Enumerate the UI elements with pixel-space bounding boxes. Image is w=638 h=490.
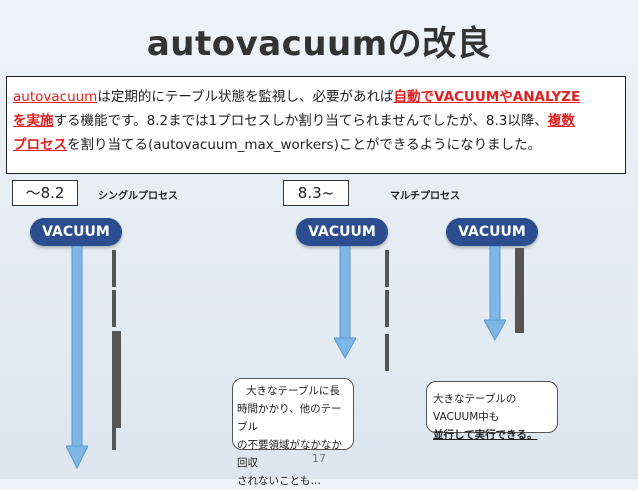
intro-text-1: は定期的にテーブル状態を監視し、必要があれば	[97, 89, 394, 105]
table-cell	[387, 274, 389, 287]
right-vacuum-badge-2: VACUUM	[446, 218, 538, 246]
table-header-cell	[114, 250, 116, 263]
table-header-cell	[387, 290, 389, 303]
intro-text-3: を割り当てる(autovacuum_max_workers)ことができるようにな…	[67, 137, 542, 153]
table-cell	[114, 262, 116, 275]
table-cell	[387, 314, 389, 327]
left-callout-line1: 大きなテーブルに長	[246, 385, 340, 397]
table-header-cell	[387, 250, 389, 263]
table-grid	[112, 290, 116, 327]
left-section-label: シングルプロセス	[98, 191, 178, 202]
table-cell	[522, 260, 524, 273]
right-callout-line1: 大きなテーブルのVACUUM中も	[433, 393, 517, 423]
table-cell	[119, 355, 121, 368]
intro-textbox: autovacuumは定期的にテーブル状態を監視し、必要があれば自動でVACUU…	[6, 76, 626, 174]
table-grid	[385, 250, 389, 287]
intro-text-2: する機能です。8.2までは1プロセスしか割り当てられませんでしたが、8.3以降、	[53, 113, 548, 129]
table-header-cell	[114, 413, 116, 426]
page-number: 17	[312, 452, 326, 465]
table-header-cell	[387, 334, 389, 347]
slide-title: autovacuumの改良	[146, 24, 492, 64]
right-version-box: 8.3~	[283, 180, 349, 206]
table-cell	[119, 367, 121, 380]
table-header-cell	[522, 248, 524, 261]
intro-highlight-process: プロセス	[13, 137, 67, 153]
table-header-cell	[119, 331, 121, 344]
right-vacuum-badge-1: VACUUM	[296, 218, 388, 246]
table-cell	[387, 358, 389, 371]
right-callout: 大きなテーブルのVACUUM中も 並行して実行できる。	[426, 381, 558, 441]
table-cell	[522, 320, 524, 333]
table-cell	[119, 403, 121, 416]
right-callout-line2: 並行して実行できる。	[433, 429, 538, 441]
left-version-box: ～8.2	[12, 180, 78, 206]
right-section-label: マルチプロセス	[390, 191, 460, 202]
intro-highlight-exec: を実施	[13, 113, 54, 129]
right-arrow-down-icon-1	[334, 246, 356, 360]
table-cell	[522, 284, 524, 297]
table-grid	[385, 290, 389, 327]
left-vacuum-badge: VACUUM	[30, 218, 122, 246]
left-arrow-down-icon	[66, 246, 88, 470]
table-grid	[112, 331, 121, 428]
table-cell	[114, 437, 116, 450]
table-cell	[119, 415, 121, 428]
table-cell	[119, 379, 121, 392]
intro-highlight-auto: 自動でVACUUMやANALYZE	[393, 89, 581, 105]
intro-highlight-multi: 複数	[547, 113, 575, 129]
table-cell	[119, 343, 121, 356]
table-grid	[112, 413, 116, 450]
table-cell	[114, 314, 116, 327]
table-cell	[114, 274, 116, 287]
table-cell	[522, 272, 524, 285]
left-callout-line4: されないことも…	[237, 475, 321, 487]
table-cell	[387, 262, 389, 275]
table-cell	[522, 308, 524, 321]
table-cell	[119, 391, 121, 404]
table-cell	[114, 425, 116, 438]
table-cell	[387, 346, 389, 359]
intro-autovacuum: autovacuum	[13, 89, 98, 105]
table-cell	[114, 302, 116, 315]
left-callout-line3: の不要領域がなかなか回収	[237, 439, 342, 469]
right-arrow-down-icon-2	[484, 246, 506, 342]
table-cell	[387, 302, 389, 315]
table-grid	[515, 248, 524, 333]
table-header-cell	[114, 290, 116, 303]
left-callout: 大きなテーブルに長 時間かかり、他のテーブル の不要領域がなかなか回収 されない…	[232, 378, 354, 487]
table-grid	[385, 334, 389, 371]
table-cell	[522, 296, 524, 309]
left-callout-line2: 時間かかり、他のテーブル	[237, 403, 342, 433]
table-grid	[112, 250, 116, 287]
